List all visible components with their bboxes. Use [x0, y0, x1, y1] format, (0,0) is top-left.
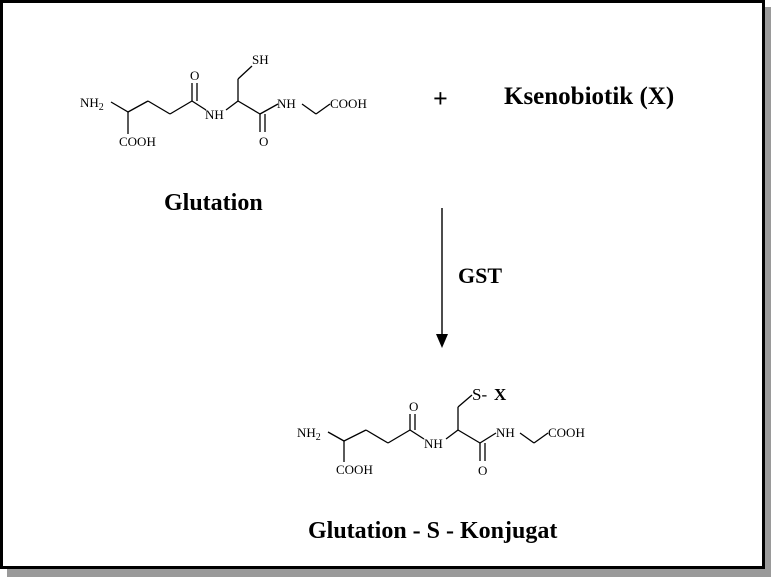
conj-o1: O — [409, 399, 418, 414]
glutathione-structure — [110, 65, 331, 134]
enzyme-label: GST — [458, 263, 503, 288]
conj-o2: O — [478, 463, 487, 478]
conj-s-link: S- — [472, 385, 487, 404]
xenobiotic-label: Ksenobiotik (X) — [504, 83, 675, 110]
conj-x-group: X — [494, 385, 507, 404]
conj-nh2-amide: NH — [496, 425, 515, 440]
conj-cooh-terminal: COOH — [548, 425, 585, 440]
conj-nh2: NH2 — [297, 425, 321, 443]
conjugate-atom-labels: NH2 COOH O NH S- X O NH COOH — [297, 385, 585, 478]
glut-o1: O — [190, 68, 199, 83]
conj-cooh-alpha: COOH — [336, 462, 373, 477]
glutathione-name: Glutation — [164, 190, 263, 216]
conj-nh1: NH — [424, 436, 443, 451]
conjugate-name: Glutation - S - Konjugat — [308, 518, 558, 544]
plus-sign: + — [433, 84, 448, 113]
glut-cooh-alpha: COOH — [119, 134, 156, 149]
reaction-arrow — [436, 208, 448, 348]
glut-cooh-terminal: COOH — [330, 96, 367, 111]
glut-nh2-amide: NH — [277, 96, 296, 111]
frame-border — [0, 0, 765, 569]
glutathione-atom-labels: NH2 COOH O NH SH O NH COOH — [80, 52, 367, 149]
glut-o2: O — [259, 134, 268, 149]
conjugate-structure — [327, 394, 549, 462]
glut-nh2: NH2 — [80, 95, 104, 113]
glut-nh1: NH — [205, 107, 224, 122]
glut-sh: SH — [252, 52, 269, 67]
